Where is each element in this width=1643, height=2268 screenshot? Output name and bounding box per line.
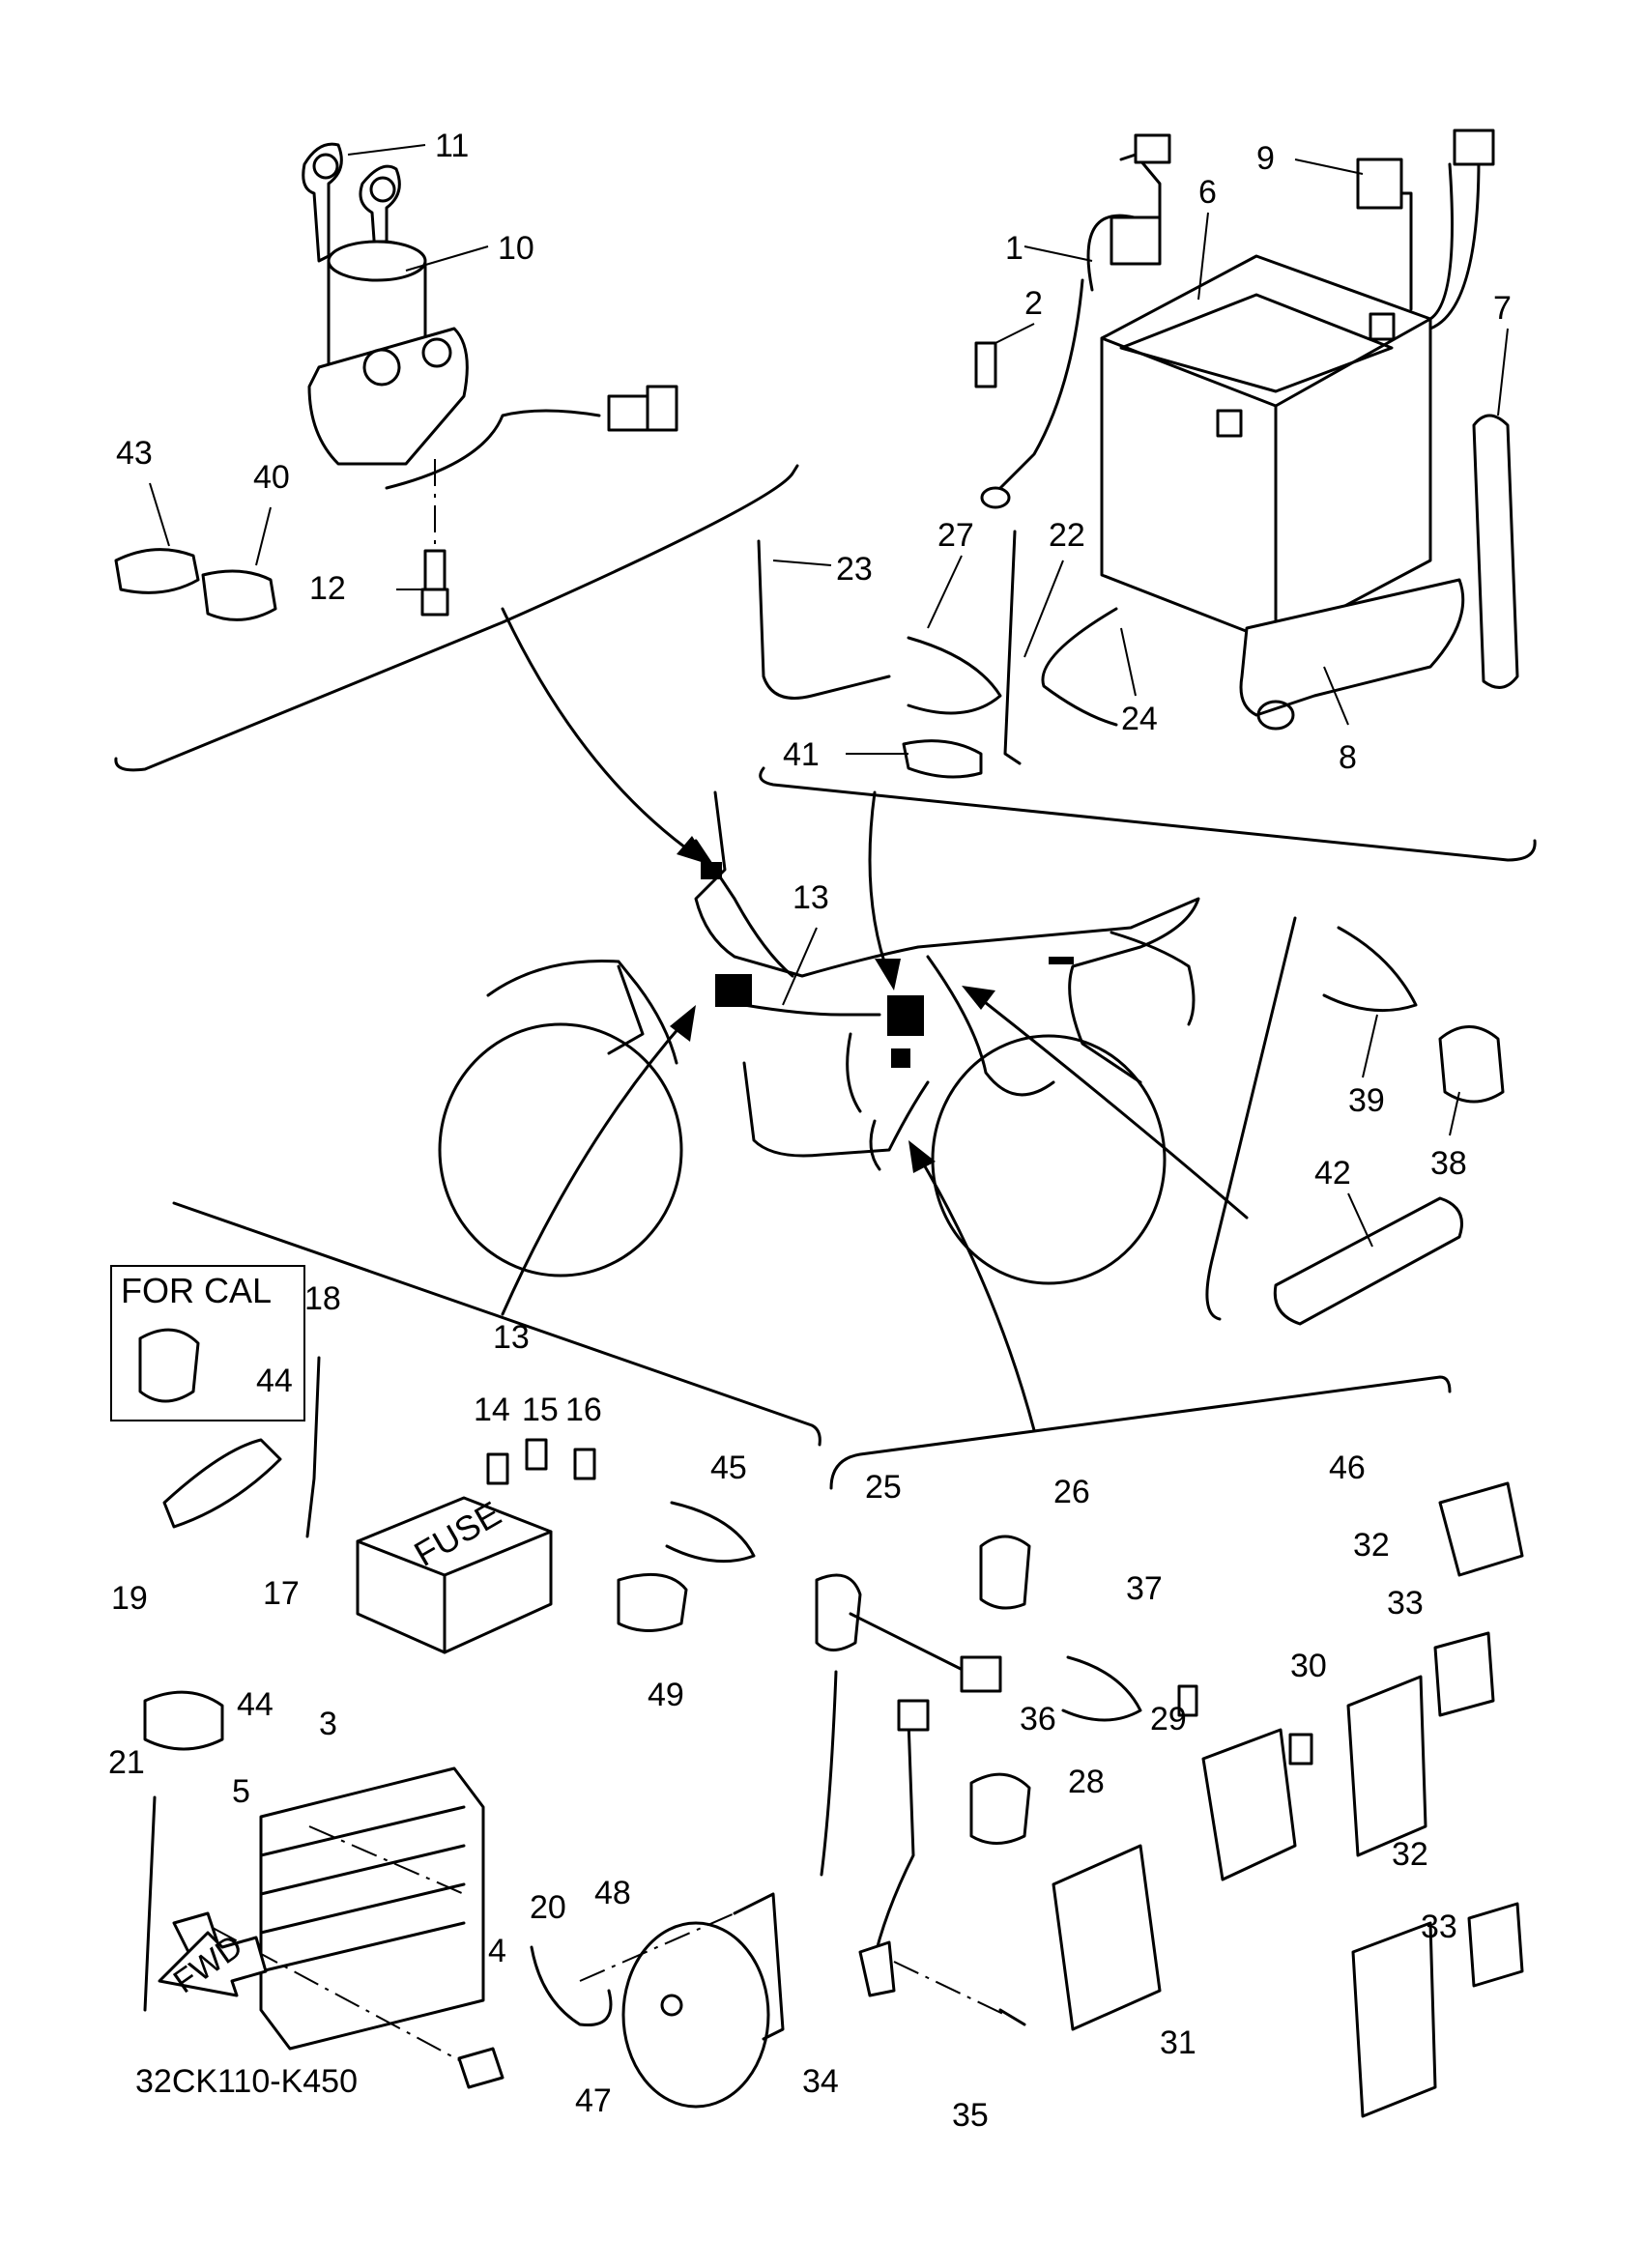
callout-14: 14: [474, 1392, 510, 1428]
horn-group: [579, 1892, 785, 2109]
hose-clip-group: [1273, 926, 1505, 1326]
callout-4: 4: [488, 1933, 506, 1969]
callout-33-top: 33: [1387, 1585, 1424, 1622]
callout-27: 27: [937, 517, 974, 554]
callout-2: 2: [1024, 285, 1043, 322]
callout-42: 42: [1314, 1155, 1351, 1191]
callout-35: 35: [952, 2097, 989, 2134]
callout-18: 18: [304, 1280, 341, 1317]
callout-10: 10: [498, 230, 534, 267]
wiring-sub-group: [815, 1573, 1026, 2026]
callout-12: 12: [309, 570, 346, 607]
callout-13-top: 13: [793, 879, 829, 916]
fuse-box-group: FUSE: [356, 1438, 596, 1654]
callout-46: 46: [1329, 1450, 1366, 1486]
ignition-switch-group: [302, 142, 678, 617]
callout-11: 11: [435, 128, 469, 164]
section-dividers: [114, 464, 1537, 1490]
callout-43: 43: [116, 435, 153, 472]
part-code: 32CK110-K450: [135, 2063, 358, 2100]
motorcycle-outline: [438, 790, 1200, 1285]
callout-25: 25: [865, 1469, 902, 1506]
callout-44-bottom: 44: [237, 1686, 274, 1723]
callout-37: 37: [1126, 1570, 1163, 1607]
callout-1: 1: [1005, 230, 1023, 267]
callout-3: 3: [319, 1706, 337, 1742]
callout-23: 23: [836, 551, 873, 588]
callout-48: 48: [594, 1875, 631, 1911]
cable-clamps-43-40: [114, 548, 277, 621]
callout-26: 26: [1053, 1474, 1090, 1510]
callout-29: 29: [1150, 1701, 1187, 1737]
callout-39: 39: [1348, 1082, 1385, 1119]
for-cal-box: FOR CAL: [110, 1265, 305, 1421]
callout-6: 6: [1198, 174, 1217, 211]
callout-17: 17: [263, 1575, 300, 1612]
callout-19: 19: [111, 1580, 148, 1617]
battery-group: [974, 129, 1519, 731]
callout-5: 5: [232, 1773, 250, 1810]
rectifier-group: [172, 1766, 504, 2089]
callout-34: 34: [802, 2063, 839, 2100]
callout-41: 41: [783, 736, 820, 773]
callout-36: 36: [1020, 1701, 1056, 1737]
callout-49: 49: [648, 1677, 684, 1713]
for-cal-label: FOR CAL: [121, 1271, 272, 1310]
callout-32-top: 32: [1353, 1527, 1390, 1564]
cable-ties-22-27-23-24: [757, 530, 1118, 779]
callout-numbers: 11 10 12 43 40 1 2 6 9 7 8 27 22 23 24 4…: [108, 128, 1512, 2134]
callout-32-bottom: 32: [1392, 1836, 1428, 1873]
callout-15: 15: [522, 1392, 559, 1428]
callout-21: 21: [108, 1744, 145, 1781]
callout-24: 24: [1121, 701, 1158, 737]
callout-7: 7: [1493, 290, 1512, 327]
fwd-arrow: FWD: [158, 1928, 268, 2000]
callout-9: 9: [1256, 140, 1275, 177]
callout-47: 47: [575, 2082, 612, 2119]
callout-45: 45: [710, 1450, 747, 1486]
leader-lines: [149, 144, 1509, 1248]
callout-22: 22: [1049, 517, 1085, 554]
relay-group: [969, 1481, 1524, 2118]
callout-30: 30: [1290, 1648, 1327, 1684]
callout-44-top: 44: [256, 1363, 293, 1399]
callout-28: 28: [1068, 1764, 1105, 1800]
callout-8: 8: [1339, 739, 1357, 776]
callout-31: 31: [1160, 2024, 1196, 2061]
callout-38: 38: [1430, 1145, 1467, 1182]
cable-ties-lower-left: [143, 1356, 756, 2027]
callout-33-bottom: 33: [1421, 1909, 1457, 1945]
callout-16: 16: [565, 1392, 602, 1428]
callout-13-bottom: 13: [493, 1319, 530, 1356]
callout-20: 20: [530, 1889, 566, 1926]
callout-40: 40: [253, 459, 290, 496]
